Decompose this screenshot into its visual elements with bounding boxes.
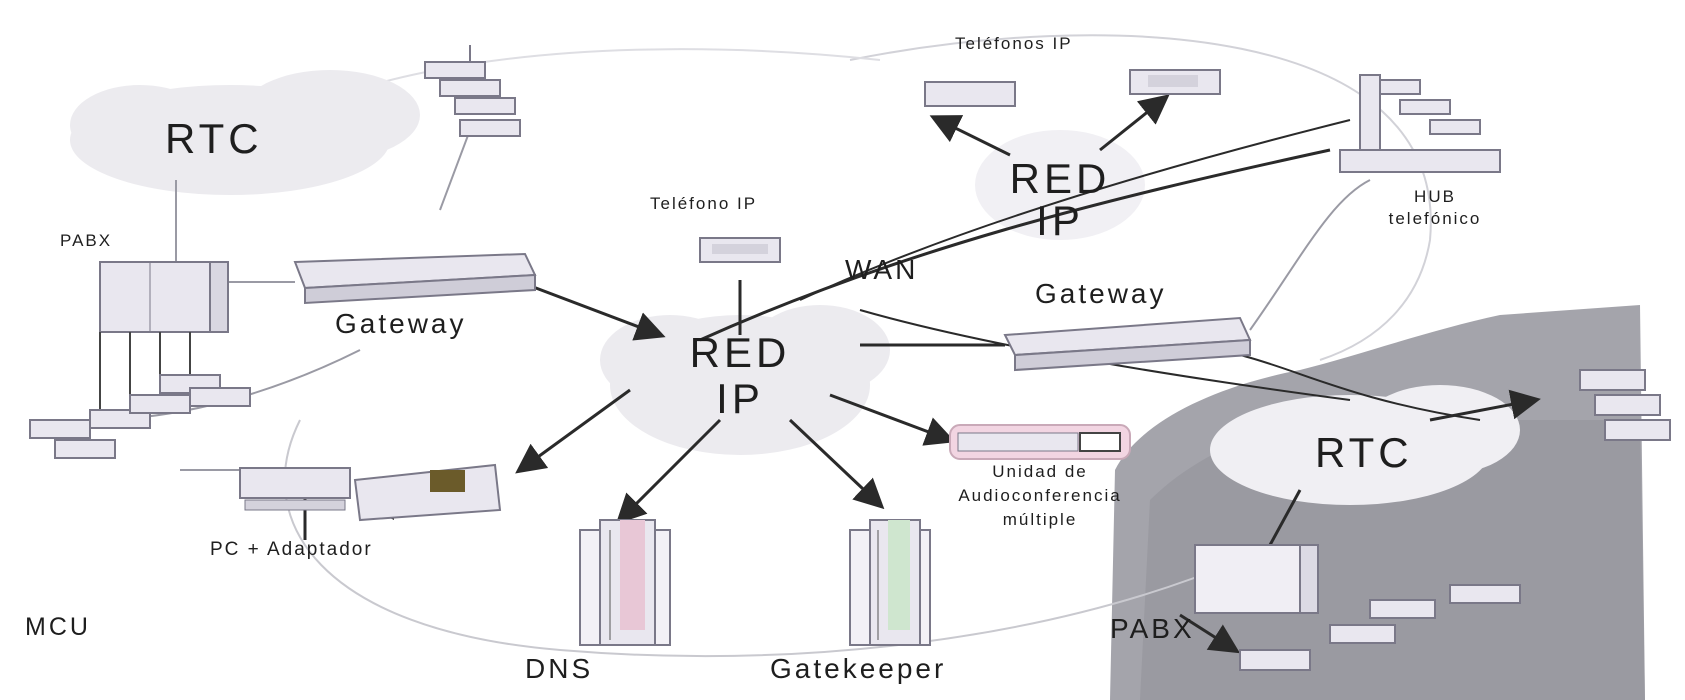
gateway-right-label: Gateway xyxy=(1035,278,1167,309)
wan-label: WAN xyxy=(845,254,919,285)
cloud-rtc-left xyxy=(70,70,420,195)
pabx-left-device xyxy=(99,261,229,420)
telefono-ip-label: Teléfono IP xyxy=(650,194,758,213)
pabx-right-device xyxy=(1194,544,1319,614)
telefonos-ip-label: Teléfonos IP xyxy=(955,34,1073,53)
hub-label-line1: HUB xyxy=(1414,187,1456,206)
rtc-left-label: RTC xyxy=(165,115,263,162)
gateway-right-device xyxy=(1003,316,1252,372)
pc-adaptador-label: PC + Adaptador xyxy=(210,539,373,560)
red-ip-top-label-line1: RED xyxy=(1009,155,1111,202)
red-ip-center-label-line2: IP xyxy=(716,375,764,422)
hub-label-line2: telefónico xyxy=(1388,209,1482,228)
red-ip-top-label-line2: IP xyxy=(1036,197,1084,244)
pabx-left-label: PABX xyxy=(60,231,113,250)
gateway-left-device xyxy=(293,252,537,305)
pc-adaptador-devices xyxy=(239,463,502,522)
phones-top-left xyxy=(424,45,521,137)
mcu-label: MCU xyxy=(25,613,91,641)
cloud-rtc-right xyxy=(1210,385,1520,505)
mcu-label-line3: múltiple xyxy=(1002,510,1078,529)
gatekeeper-label: Gatekeeper xyxy=(770,653,947,684)
rtc-right-label: RTC xyxy=(1315,429,1413,476)
hub-device xyxy=(1339,74,1501,173)
phones-right xyxy=(1239,369,1671,671)
gatekeeper-server-tower xyxy=(849,519,931,646)
mcu-label-line2: Audioconferencia xyxy=(958,486,1122,505)
outer-ring xyxy=(283,419,1241,657)
mcu-label-line1: Unidad de xyxy=(992,462,1088,481)
connection-lines xyxy=(303,94,1541,654)
ip-phone-center xyxy=(699,237,781,263)
pabx-right-label: PABX xyxy=(1110,613,1195,644)
phones-left xyxy=(29,374,251,459)
cloud-red-ip-top xyxy=(975,130,1145,240)
ip-phones-top xyxy=(924,69,1221,107)
dns-label: DNS xyxy=(525,653,594,684)
dns-server-tower xyxy=(579,519,671,646)
red-ip-center-label-line1: RED xyxy=(689,329,791,376)
mcu-device xyxy=(949,424,1131,460)
gateway-left-label: Gateway xyxy=(335,308,467,339)
